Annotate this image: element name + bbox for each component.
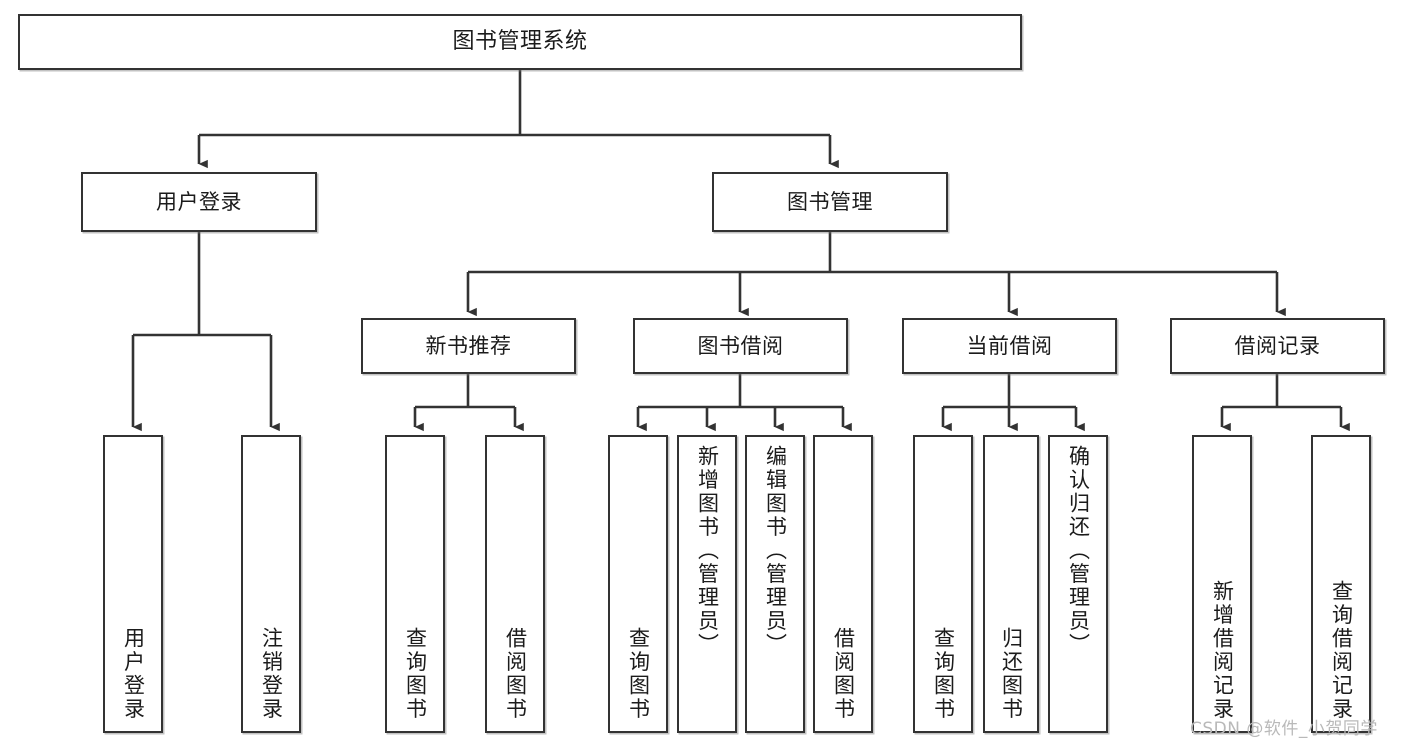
node-label: 新增图书（管理员）	[695, 445, 720, 657]
node-root-system[interactable]: 图书管理系统	[18, 14, 1022, 70]
node-label: 新书推荐	[425, 333, 512, 358]
leaf-borrow-borrow-book[interactable]: 借阅图书	[813, 435, 873, 733]
node-label: 当前借阅	[966, 333, 1053, 358]
leaf-borrow-query-book[interactable]: 查询图书	[608, 435, 668, 733]
leaf-borrow-add-book-admin[interactable]: 新增图书（管理员）	[677, 435, 737, 733]
node-label: 新增借阅记录	[1210, 580, 1235, 721]
node-label: 编辑图书（管理员）	[763, 445, 788, 657]
node-current-borrow[interactable]: 当前借阅	[902, 318, 1117, 374]
node-label: 借阅记录	[1234, 333, 1321, 358]
leaf-current-query-book[interactable]: 查询图书	[913, 435, 973, 733]
leaf-record-add-record[interactable]: 新增借阅记录	[1192, 435, 1252, 733]
node-label: 归还图书	[999, 627, 1024, 721]
node-book-borrow[interactable]: 图书借阅	[633, 318, 848, 374]
node-new-book-recommend[interactable]: 新书推荐	[361, 318, 576, 374]
node-label: 用户登录	[121, 627, 146, 721]
node-label: 查询借阅记录	[1329, 580, 1354, 721]
node-label: 确认归还（管理员）	[1066, 445, 1091, 657]
node-label: 借阅图书	[831, 627, 856, 721]
node-label: 注销登录	[259, 627, 284, 721]
leaf-current-return-book[interactable]: 归还图书	[983, 435, 1039, 733]
node-label: 图书管理系统	[452, 29, 588, 55]
node-borrow-record[interactable]: 借阅记录	[1170, 318, 1385, 374]
node-label: 查询图书	[931, 627, 956, 721]
node-label: 查询图书	[403, 627, 428, 721]
node-label: 查询图书	[626, 627, 651, 721]
leaf-borrow-edit-book-admin[interactable]: 编辑图书（管理员）	[745, 435, 805, 733]
watermark-text: CSDN @软件_小贺同学	[1190, 719, 1378, 739]
node-book-management[interactable]: 图书管理	[712, 172, 948, 232]
leaf-recommend-borrow-book[interactable]: 借阅图书	[485, 435, 545, 733]
leaf-current-confirm-return-admin[interactable]: 确认归还（管理员）	[1048, 435, 1108, 733]
node-label: 用户登录	[156, 189, 242, 214]
leaf-recommend-query-book[interactable]: 查询图书	[385, 435, 445, 733]
node-label: 图书管理	[787, 189, 873, 214]
leaf-record-query-record[interactable]: 查询借阅记录	[1311, 435, 1371, 733]
node-label: 借阅图书	[503, 627, 528, 721]
node-user-login[interactable]: 用户登录	[81, 172, 317, 232]
node-label: 图书借阅	[697, 333, 784, 358]
leaf-user-login-signout[interactable]: 注销登录	[241, 435, 301, 733]
leaf-user-login-signin[interactable]: 用户登录	[103, 435, 163, 733]
